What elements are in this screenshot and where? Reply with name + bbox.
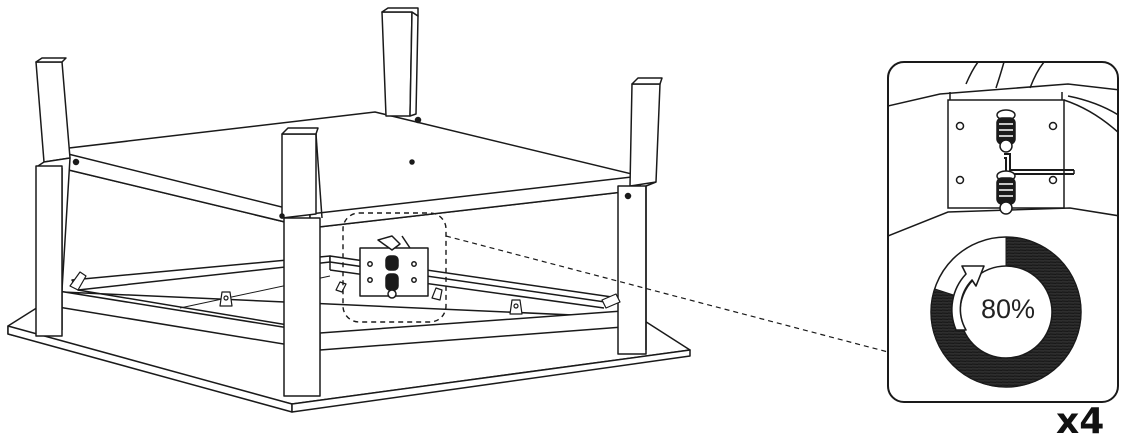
detail-callout: 80% xyxy=(887,61,1119,403)
leg-holes xyxy=(72,116,632,219)
leader-line xyxy=(445,235,889,353)
mounting-plate xyxy=(359,235,429,299)
quantity-label: x4 xyxy=(1056,401,1105,442)
tightening-percent-label: 80% xyxy=(981,294,1035,324)
rotate-arrow-icon xyxy=(951,265,985,331)
shelf-board xyxy=(51,111,641,229)
table-legs xyxy=(35,7,663,397)
frame-brackets xyxy=(69,271,621,315)
tightening-gauge: 80% xyxy=(930,236,1082,388)
table-drawing xyxy=(7,7,889,413)
